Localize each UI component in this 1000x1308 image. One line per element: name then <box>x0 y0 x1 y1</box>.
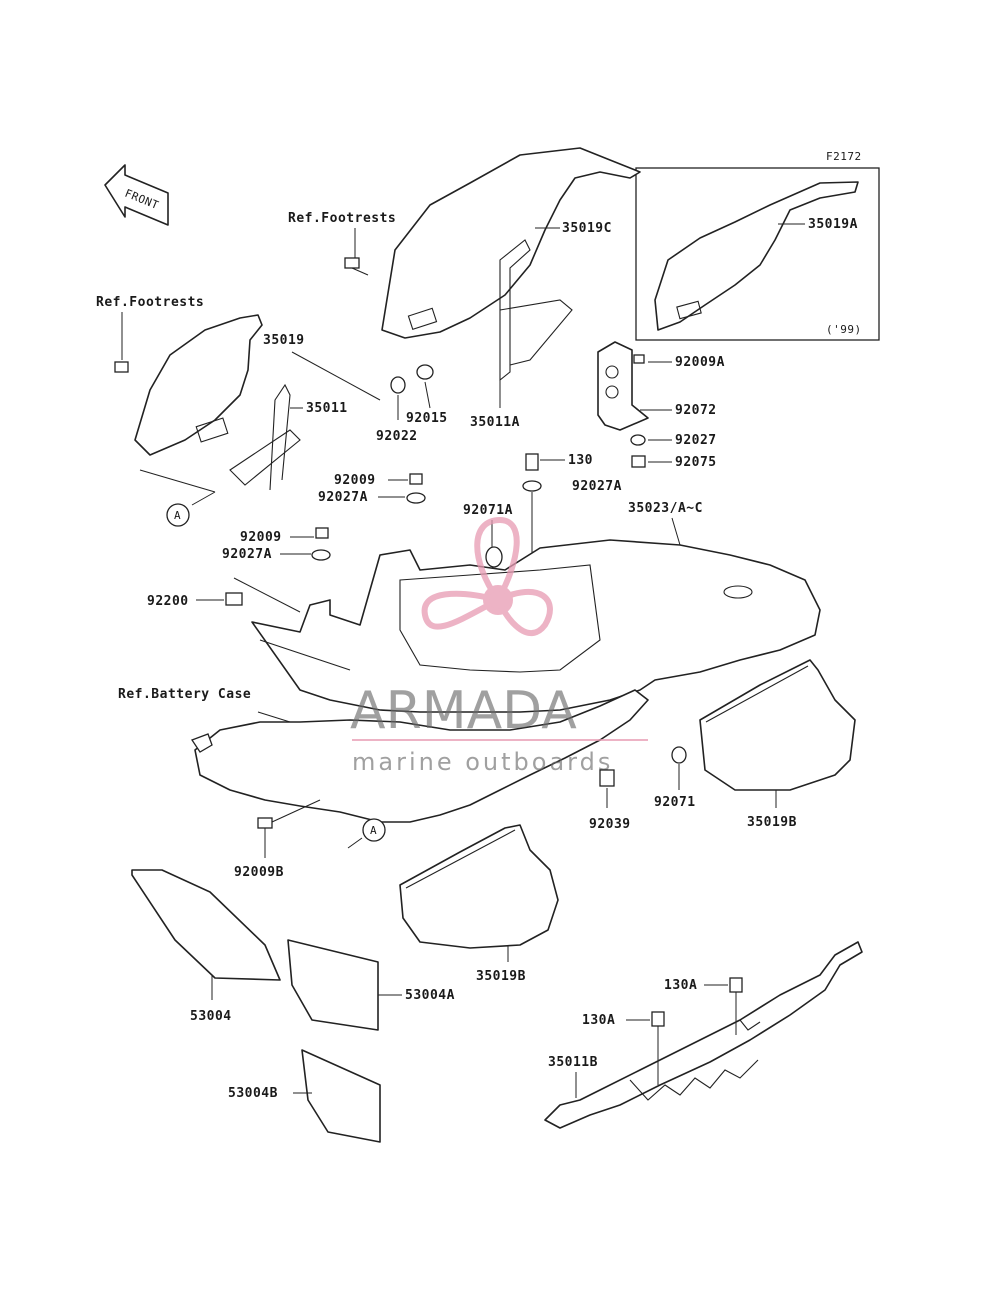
watermark-tagline: marine outboards <box>352 748 613 776</box>
washer-icon <box>630 434 646 446</box>
inset-year: ('99) <box>826 323 862 336</box>
label-92022: 92022 <box>376 429 418 444</box>
clip-icon <box>191 733 213 753</box>
label-92015: 92015 <box>406 411 448 426</box>
label-92039: 92039 <box>589 817 631 832</box>
label-130: 130 <box>568 453 593 468</box>
mud-flap-bottom <box>399 824 559 949</box>
label-35019C: 35019C <box>562 221 612 236</box>
label-92027A-top: 92027A <box>572 479 622 494</box>
bolt-icon <box>344 257 369 276</box>
label-35023: 35023/A~C <box>628 501 703 516</box>
svg-text:A: A <box>370 824 377 837</box>
bracket-92072 <box>597 341 649 431</box>
label-35011: 35011 <box>306 401 348 416</box>
bracket-35011B <box>544 941 863 1129</box>
washer-icon <box>311 549 331 561</box>
mud-flap-right <box>699 659 856 791</box>
bolt-icon <box>525 453 539 471</box>
decal-53004 <box>131 869 281 981</box>
label-92009B: 92009B <box>234 865 284 880</box>
label-35011B: 35011B <box>548 1055 598 1070</box>
grommet-icon <box>599 769 615 787</box>
bolt-icon <box>114 361 129 373</box>
ref-footrests-2: Ref.Footrests <box>96 295 204 310</box>
label-53004B: 53004B <box>228 1086 278 1101</box>
washer-icon <box>390 376 406 394</box>
watermark-logo: ARMADA marine outboards <box>350 516 648 776</box>
label-92072: 92072 <box>675 403 717 418</box>
bolt-icon <box>257 817 273 829</box>
bolt-icon <box>729 977 743 993</box>
rear-fender-35023 <box>194 539 821 823</box>
label-92009-2: 92009 <box>240 530 282 545</box>
label-35019B-bottom: 35019B <box>476 969 526 984</box>
label-35019A: 35019A <box>808 217 858 232</box>
label-130A-1: 130A <box>664 978 697 993</box>
bolt-icon <box>633 354 645 364</box>
bolt-icon <box>651 1011 665 1027</box>
label-35019B-right: 35019B <box>747 815 797 830</box>
ref-battery-case: Ref.Battery Case <box>118 687 251 702</box>
inset-box: 35019A ('99) <box>635 167 880 341</box>
front-arrow-icon: FRONT <box>104 164 169 226</box>
spacer-icon <box>225 592 243 606</box>
svg-text:A: A <box>174 509 181 522</box>
washer-icon <box>522 480 542 492</box>
label-130A-2: 130A <box>582 1013 615 1028</box>
watermark-brand: ARMADA <box>350 681 577 741</box>
ref-footrests-1: Ref.Footrests <box>288 211 396 226</box>
bolt-icon <box>409 473 423 485</box>
side-cover-35019 <box>134 314 301 491</box>
marker-a-1: A <box>166 503 190 527</box>
diagram-code: F2172 <box>826 150 862 163</box>
label-92071: 92071 <box>654 795 696 810</box>
label-92027A-1: 92027A <box>318 490 368 505</box>
grommet-icon <box>671 746 687 764</box>
label-35019: 35019 <box>263 333 305 348</box>
side-cover-35019C <box>381 147 641 382</box>
nut-icon <box>631 455 646 468</box>
label-92071A: 92071A <box>463 503 513 518</box>
label-92027A-2: 92027A <box>222 547 272 562</box>
label-92009-1: 92009 <box>334 473 376 488</box>
washer-icon <box>406 492 426 504</box>
grommet-icon <box>485 546 503 568</box>
label-35011A: 35011A <box>470 415 520 430</box>
marker-a-2: A <box>362 818 386 842</box>
label-53004: 53004 <box>190 1009 232 1024</box>
bolt-icon <box>315 527 329 539</box>
decal-53004A <box>287 939 379 1031</box>
label-53004A: 53004A <box>405 988 455 1003</box>
side-cover-35019A <box>654 181 859 331</box>
propeller-icon <box>421 516 553 637</box>
label-92009A: 92009A <box>675 355 725 370</box>
grommet-icon <box>416 364 434 380</box>
label-92075: 92075 <box>675 455 717 470</box>
label-92027: 92027 <box>675 433 717 448</box>
decal-53004B <box>301 1049 381 1143</box>
label-92200: 92200 <box>147 594 189 609</box>
